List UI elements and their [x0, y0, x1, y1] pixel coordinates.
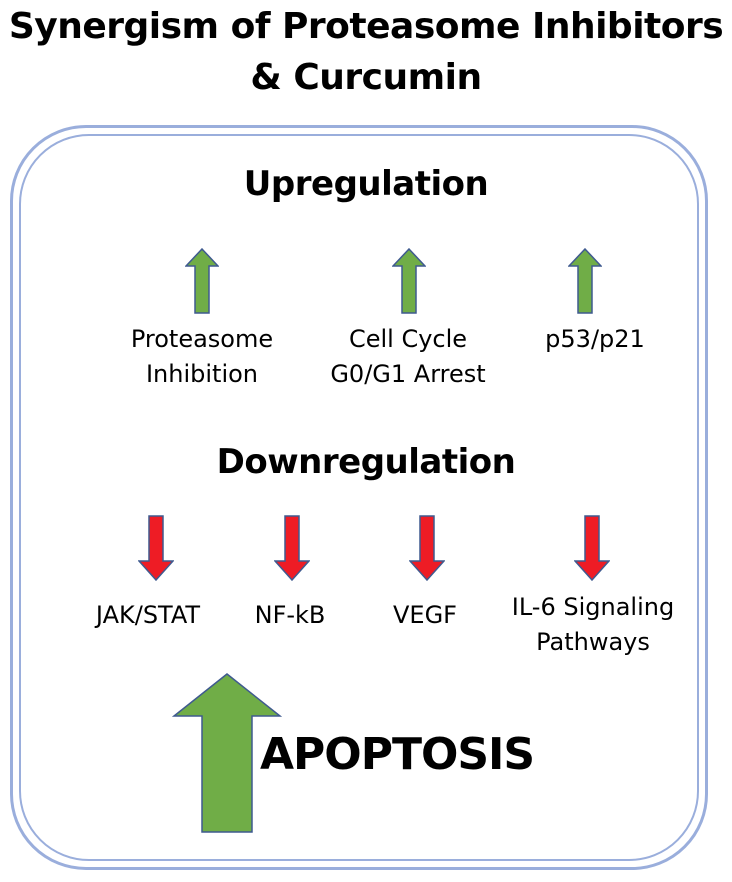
label-line: IL-6 Signaling	[511, 593, 675, 621]
label-line: Pathways	[536, 628, 650, 656]
down-label-il6-signaling: IL-6 Signaling Pathways	[488, 590, 698, 660]
apoptosis-up-arrow-icon	[172, 673, 282, 833]
down-label-vegf: VEGF	[370, 598, 480, 633]
label-line: p53/p21	[545, 325, 645, 353]
label-line: Cell Cycle	[348, 325, 468, 353]
label-line: Proteasome	[130, 325, 274, 353]
down-label-jak-stat: JAK/STAT	[68, 598, 228, 633]
upregulation-heading: Upregulation	[243, 164, 489, 204]
apoptosis-label: APOPTOSIS	[260, 729, 535, 780]
down-arrow-icon	[409, 515, 445, 581]
up-label-proteasome-inhibition: Proteasome Inhibition	[102, 322, 302, 392]
down-arrow-icon	[274, 515, 310, 581]
diagram-title-line2: & Curcumin	[250, 57, 482, 98]
up-label-p53-p21: p53/p21	[500, 322, 690, 357]
rounded-frame	[10, 125, 708, 870]
up-arrow-icon	[568, 248, 602, 314]
rounded-frame-inner	[19, 134, 699, 861]
label-line: G0/G1 Arrest	[330, 360, 486, 388]
down-label-nf-kb: NF-kB	[230, 598, 350, 633]
label-line: Inhibition	[145, 360, 259, 388]
up-arrow-icon	[185, 248, 219, 314]
label-line: JAK/STAT	[95, 601, 201, 629]
downregulation-heading: Downregulation	[216, 442, 516, 482]
label-line: NF-kB	[254, 601, 326, 629]
diagram-title-line1: Synergism of Proteasome Inhibitors	[8, 6, 724, 47]
label-line: VEGF	[393, 601, 457, 629]
down-arrow-icon	[574, 515, 610, 581]
up-arrow-icon	[392, 248, 426, 314]
up-label-cell-cycle-arrest: Cell Cycle G0/G1 Arrest	[308, 322, 508, 392]
down-arrow-icon	[138, 515, 174, 581]
